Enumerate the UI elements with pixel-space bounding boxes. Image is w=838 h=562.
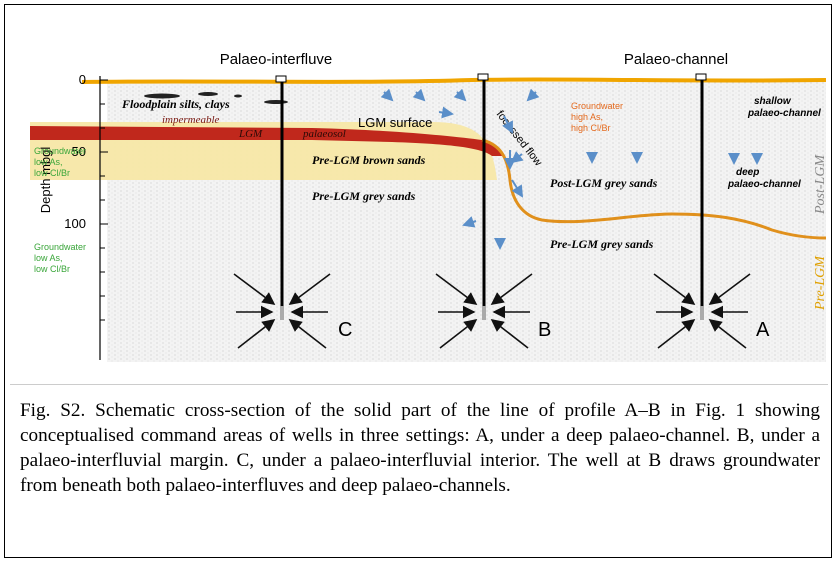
svg-text:Groundwater: Groundwater <box>34 146 86 156</box>
svg-text:low As,: low As, <box>34 157 63 167</box>
groundwater-left-lower: Groundwater low As, low Cl/Br <box>34 242 86 274</box>
well-label-C: C <box>338 319 352 341</box>
svg-text:shallow: shallow <box>754 96 792 107</box>
well-A-inflow-arrows <box>653 273 751 349</box>
label-pre-lgm-grey-right: Pre-LGM grey sands <box>550 237 654 251</box>
label-post-lgm-side: Post-LGM <box>813 154 826 215</box>
y-axis-label: Depth mbgl <box>38 147 53 214</box>
ground-surface-line <box>81 77 826 84</box>
svg-text:deep: deep <box>736 167 759 178</box>
svg-text:high Cl/Br: high Cl/Br <box>571 123 611 133</box>
svg-text:palaeo-channel: palaeo-channel <box>747 108 821 119</box>
label-impermeable: impermeable <box>162 114 220 126</box>
well-B-inflow-arrows <box>435 273 533 349</box>
header-palaeo-interfluve: Palaeo-interfluve <box>220 51 333 68</box>
figure-frame <box>4 4 832 558</box>
y-tick-0: 0 <box>79 72 86 87</box>
flow-arrows <box>380 88 763 250</box>
groundwater-right: Groundwater high As, high Cl/Br <box>571 101 623 133</box>
label-lgm: LGM <box>238 128 263 140</box>
y-axis-ticks <box>100 79 108 321</box>
label-shallow-channel: shallow palaeo-channel <box>747 96 821 119</box>
svg-text:palaeo-channel: palaeo-channel <box>727 179 801 190</box>
label-pre-lgm-grey-left: Pre-LGM grey sands <box>312 189 416 203</box>
well-A <box>695 73 707 320</box>
y-tick-100: 100 <box>64 216 86 231</box>
groundwater-left-upper: Groundwater low As, low Cl/Br <box>34 146 86 178</box>
svg-text:low Cl/Br: low Cl/Br <box>34 264 70 274</box>
label-deep-channel: deep palaeo-channel <box>727 167 801 190</box>
svg-text:Groundwater: Groundwater <box>34 242 86 252</box>
label-pre-lgm-brown: Pre-LGM brown sands <box>312 153 426 167</box>
lgm-boundary-line <box>481 138 826 240</box>
well-C <box>275 75 287 320</box>
svg-text:high As,: high As, <box>571 112 603 122</box>
label-pre-lgm-side: Pre-LGM <box>813 255 826 311</box>
label-lgm-surface: LGM surface <box>358 115 432 130</box>
svg-text:Groundwater: Groundwater <box>571 101 623 111</box>
separator <box>10 384 828 385</box>
figure-caption: Fig. S2. Schematic cross-section of the … <box>20 400 820 496</box>
y-tick-50: 50 <box>72 144 86 159</box>
well-B <box>477 73 489 320</box>
palaeosol-layer <box>30 126 502 156</box>
well-C-inflow-arrows <box>233 273 331 349</box>
well-label-B: B <box>538 319 551 341</box>
header-palaeo-channel: Palaeo-channel <box>624 51 728 68</box>
well-label-A: A <box>756 319 770 341</box>
label-floodplain: Floodplain silts, clays <box>121 97 230 111</box>
svg-text:low Cl/Br: low Cl/Br <box>34 168 70 178</box>
cross-section-diagram: 0 50 100 Depth mbgl Palaeo-interfluve Pa… <box>30 51 826 362</box>
label-palaeosol: palaeosol <box>302 128 346 140</box>
svg-text:low As,: low As, <box>34 253 63 263</box>
label-post-lgm-grey: Post-LGM grey sands <box>550 176 658 190</box>
